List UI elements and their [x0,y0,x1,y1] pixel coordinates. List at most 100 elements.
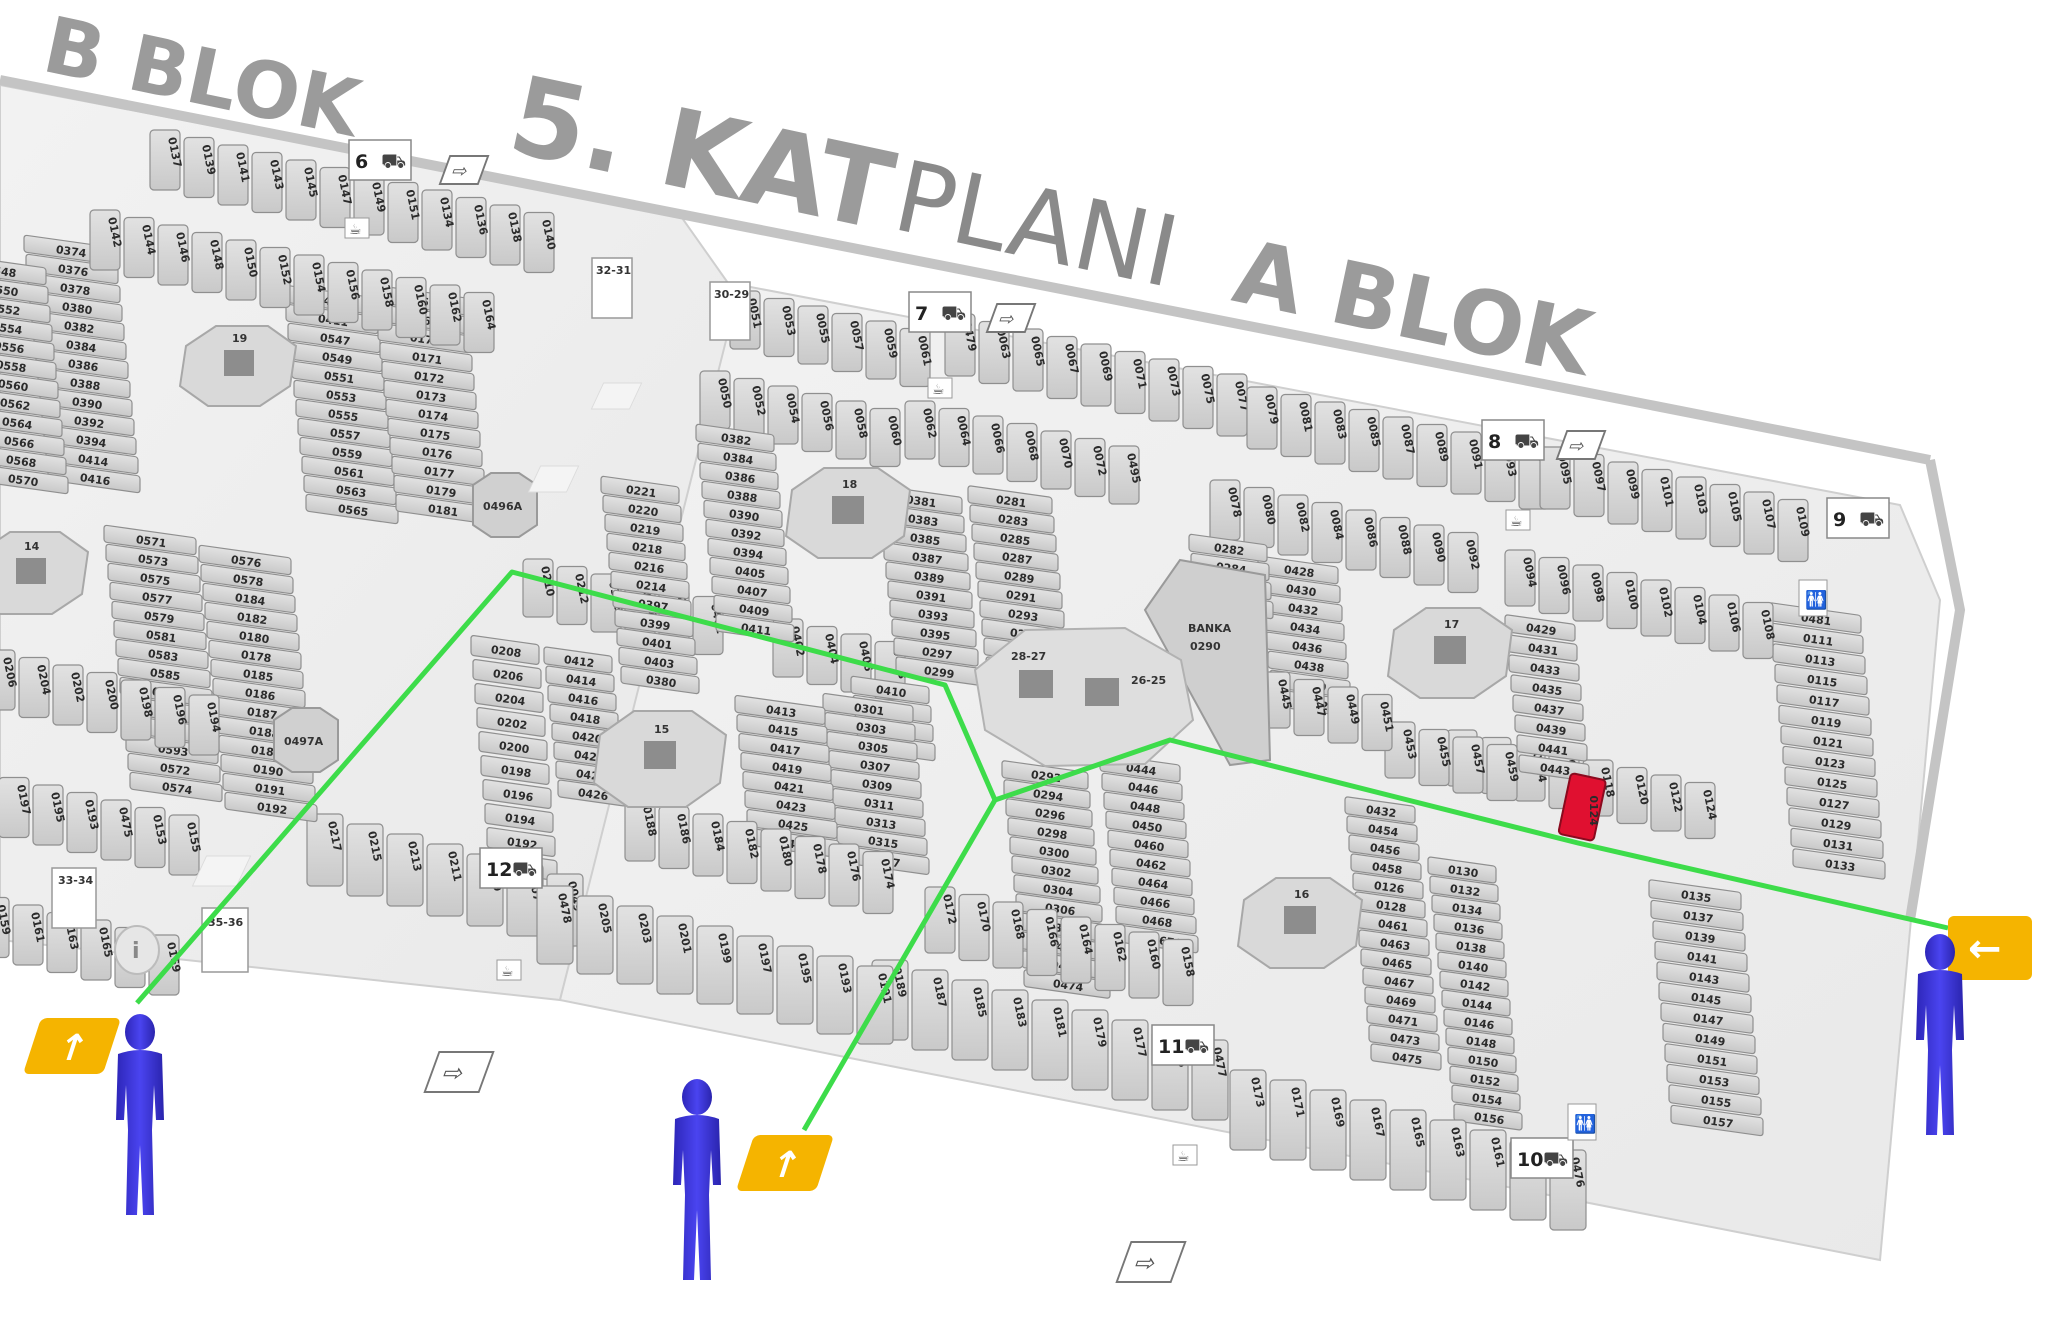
stall[interactable]: 0186 [658,805,693,870]
stall[interactable]: 0218 [606,532,686,562]
stall[interactable]: 0386 [35,348,129,380]
stall[interactable]: 0219 [604,513,684,543]
stall[interactable]: 0305 [826,730,918,762]
stall[interactable]: 0191 [222,772,316,804]
stall[interactable]: 0213 [386,833,424,907]
stall[interactable]: 0061 [899,327,934,388]
stall[interactable]: 0148 [191,231,226,294]
stall[interactable]: 0436 [1265,631,1347,661]
stall[interactable]: 0066 [972,415,1007,475]
stall[interactable]: 0151 [1664,1043,1758,1075]
stall[interactable]: 0090 [1413,524,1448,586]
stall[interactable]: 0410 [850,675,930,705]
stall[interactable]: 0059 [865,320,900,380]
hex-island-18[interactable]: 18 [784,467,912,559]
stall[interactable]: 0111 [1770,622,1864,655]
stall[interactable]: 0549 [289,341,383,373]
stall[interactable]: 0216 [608,551,688,581]
stall[interactable]: 0552 [0,292,51,324]
direction-sign-up-west[interactable]: ↑ [23,1018,121,1074]
stall[interactable]: 0135 [1648,879,1742,911]
stall[interactable]: 0144 [1441,989,1511,1017]
stall[interactable]: 0170 [958,893,993,962]
stall[interactable]: 0217 [306,813,344,887]
stall[interactable]: 0376 [25,253,119,285]
stall[interactable]: 0304 [1013,874,1101,904]
stall[interactable]: 0577 [109,581,203,613]
stall[interactable]: 0475 [1370,1043,1442,1071]
stall[interactable]: 0431 [1506,634,1578,662]
stall[interactable]: 0388 [701,480,781,510]
stall[interactable]: 0057 [831,312,866,373]
stall[interactable]: 0301 [822,692,914,724]
stall[interactable]: 0138 [1435,932,1505,960]
stall[interactable]: 0130 [1427,856,1497,884]
stall[interactable]: 0185 [951,979,989,1061]
stall[interactable]: 0430 [1259,574,1341,604]
stall[interactable]: 0463 [1358,929,1430,957]
stall[interactable]: 0184 [692,813,727,877]
service-marker-7[interactable]: 7⛟ [908,291,972,333]
stall[interactable]: 0388 [37,367,131,399]
target-stall[interactable]: 0124 [1557,772,1609,842]
stall[interactable]: 0172 [924,886,959,954]
stall[interactable]: 0055 [797,305,832,365]
stall[interactable]: 0102 [1640,579,1675,637]
stall[interactable]: 0384 [697,442,777,472]
stall[interactable]: 0177 [1111,1019,1149,1101]
stall[interactable]: 0457 [1452,736,1487,794]
stall[interactable]: 0386 [699,461,779,491]
stall[interactable]: 0181 [395,493,489,525]
hex-island-17[interactable]: 17 [1386,607,1514,699]
stall[interactable]: 0414 [545,665,615,693]
stall[interactable]: 0179 [1071,1009,1109,1091]
stall[interactable]: 0181 [1031,999,1069,1081]
stall[interactable]: 0190 [220,753,314,785]
service-marker-12[interactable]: 12⛟ [479,847,543,889]
stall[interactable]: 0437 [1512,694,1584,722]
stall[interactable]: 0382 [695,423,775,453]
stall[interactable]: 0162 [1094,923,1129,992]
stall[interactable]: 0550 [0,273,49,305]
stall[interactable]: 0468 [1115,905,1197,935]
stall[interactable]: 0473 [1368,1024,1440,1052]
stall[interactable]: 0120 [1616,766,1651,825]
stall[interactable]: 0562 [0,387,61,419]
stall[interactable]: 0064 [938,407,973,468]
stall[interactable]: 0154 [1451,1084,1521,1112]
stall[interactable]: 0164 [1060,916,1095,984]
stall[interactable]: 0143 [1656,961,1750,993]
stall[interactable]: 0158 [1162,938,1197,1007]
stall[interactable]: 0578 [200,563,294,595]
stall[interactable]: 0164 [463,291,498,354]
stall[interactable]: 0165 [1389,1109,1427,1191]
stall[interactable]: 0133 [1792,848,1886,880]
stall[interactable]: 0145 [285,159,320,221]
stall[interactable]: 0559 [299,436,393,468]
service-marker-10[interactable]: 10⛟ [1510,1137,1574,1179]
stall[interactable]: 0127 [1786,786,1880,819]
stall[interactable]: 0104 [1674,586,1709,645]
bank-block[interactable]: BANKA 0290 [1143,558,1272,767]
stall[interactable]: 0082 [1277,494,1312,556]
stall[interactable]: 0115 [1774,663,1868,696]
stall[interactable]: 0154 [293,254,328,316]
stall[interactable]: 0212 [556,565,591,626]
stall[interactable]: 0165 [80,919,115,981]
stall[interactable]: 0166 [1026,908,1061,977]
stall[interactable]: 0469 [1364,986,1436,1014]
stall[interactable]: 0287 [973,542,1059,572]
stall[interactable]: 0198 [480,755,550,785]
stall[interactable]: 0565 [305,493,399,525]
stall[interactable]: 0416 [547,684,617,712]
stall[interactable]: 0142 [1439,970,1509,998]
stall[interactable]: 0403 [618,646,698,676]
stall[interactable]: 0585 [117,657,211,689]
stall[interactable]: 0466 [1113,886,1195,916]
stall[interactable]: 0139 [1652,920,1746,952]
stall[interactable]: 0079 [1246,386,1281,450]
stall[interactable]: 0101 [1641,468,1676,533]
stall[interactable]: 0206 [472,659,542,689]
stall[interactable]: 0140 [523,211,558,274]
stall[interactable]: 0160 [1128,931,1163,999]
